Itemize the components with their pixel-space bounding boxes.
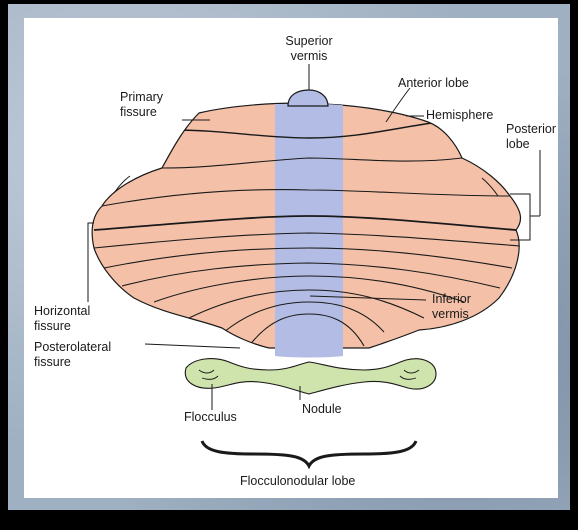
flocculonodular-shape [185, 359, 436, 394]
inferior-vermis-tongue [275, 318, 343, 358]
vermis-band [275, 104, 343, 350]
diagram-card: Superior vermis Anterior lobe Primary fi… [24, 18, 558, 498]
label-primary-fissure: Primary fissure [120, 90, 163, 120]
label-flocculonodular-lobe: Flocculonodular lobe [240, 474, 355, 489]
label-anterior-lobe: Anterior lobe [398, 76, 469, 91]
label-inferior-vermis: Inferior vermis [432, 292, 471, 322]
label-posterolateral-fissure: Posterolateral fissure [34, 340, 111, 370]
brace [202, 441, 416, 466]
label-horizontal-fissure: Horizontal fissure [34, 304, 90, 334]
label-flocculus: Flocculus [184, 410, 237, 425]
superior-vermis-bump [288, 90, 328, 106]
label-superior-vermis: Superior vermis [278, 34, 340, 64]
label-posterior-lobe: Posterior lobe [506, 122, 556, 152]
label-nodule: Nodule [302, 402, 342, 417]
label-hemisphere: Hemisphere [426, 108, 493, 123]
cerebellum-diagram [24, 18, 558, 498]
